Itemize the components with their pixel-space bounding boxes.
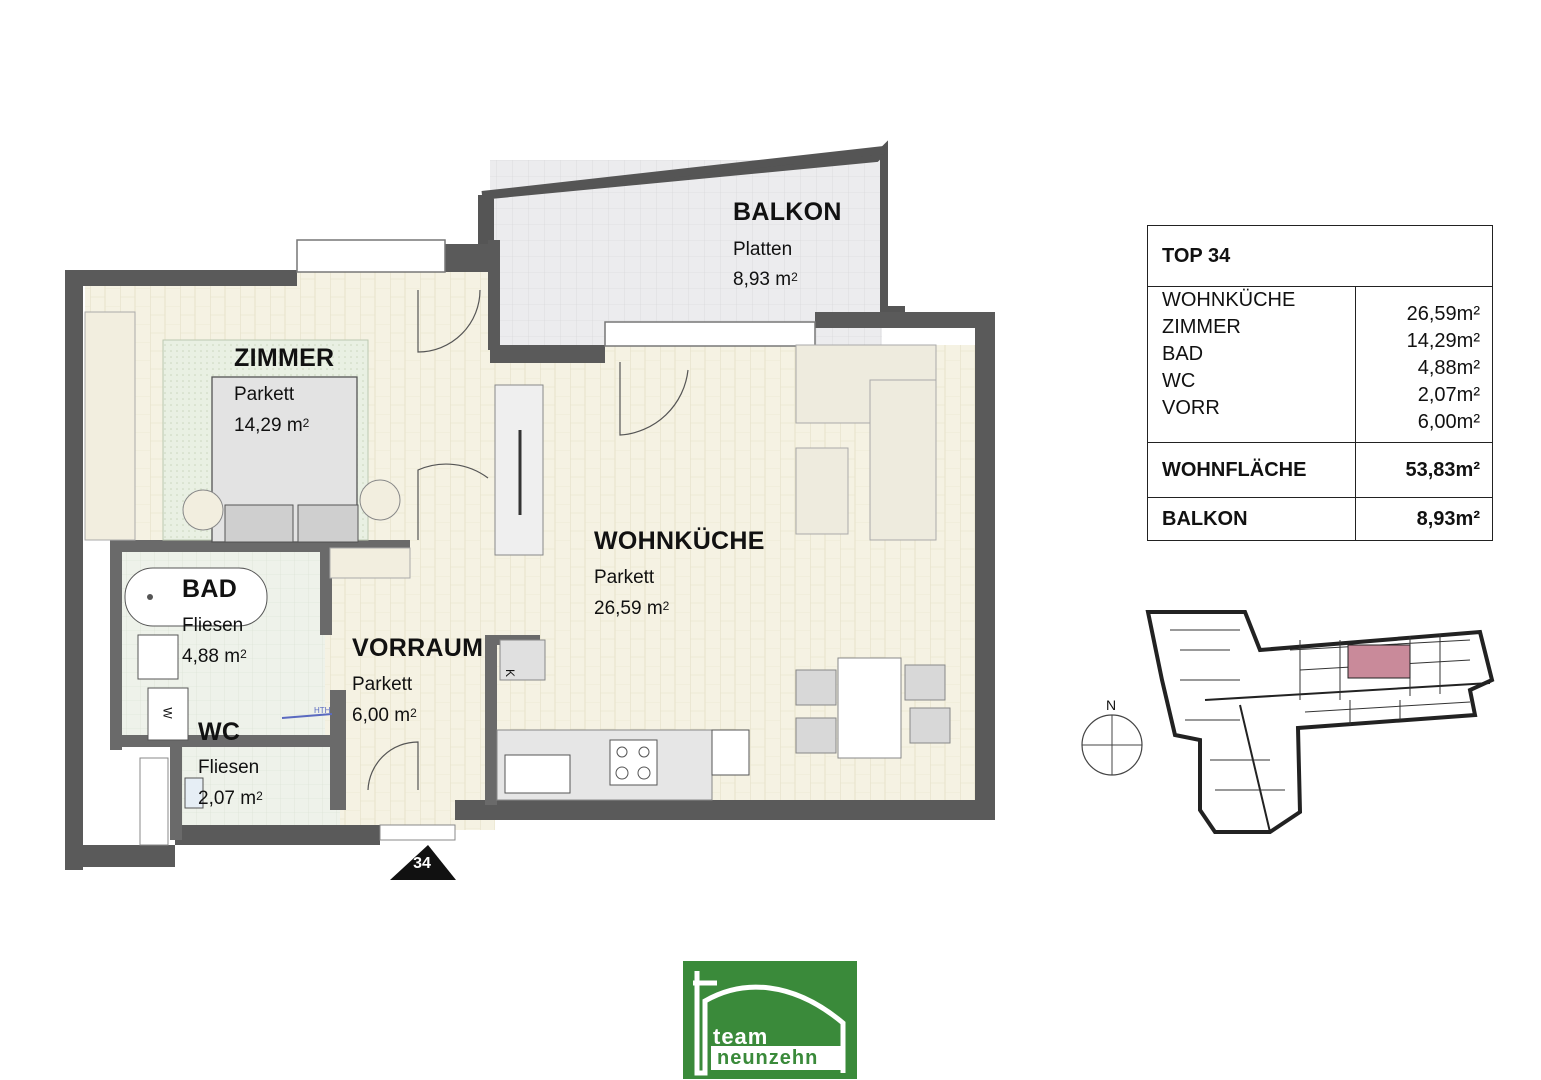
logo-line2: neunzehn	[711, 1046, 845, 1070]
table-values: 26,59m² 14,29m² 4,88m² 2,07m² 6,00m²	[1356, 287, 1492, 442]
table-title: TOP 34	[1162, 244, 1231, 267]
wohnkueche-area: 26,59 m2	[594, 598, 670, 619]
unit-number: 34	[413, 855, 431, 872]
wc-floor	[180, 745, 340, 840]
wc-floor-type: Fliesen	[198, 757, 260, 778]
w-label: W	[160, 707, 175, 719]
table-total-row: WOHNFLÄCHE 53,83m²	[1148, 442, 1492, 497]
wohnkueche-name: WOHNKÜCHE	[594, 527, 765, 555]
bathtub	[124, 567, 268, 627]
keyplan-highlight	[1347, 644, 1411, 679]
outer-walls	[65, 240, 995, 870]
door-swings	[367, 289, 689, 791]
k-label: K	[503, 668, 518, 678]
zimmer-name: ZIMMER	[234, 344, 335, 372]
table-row-value: 2,07m²	[1417, 384, 1480, 406]
vorraum-name: VORRAUM	[352, 634, 484, 662]
table-row-label: WC	[1162, 370, 1196, 392]
table-room-list: WOHNKÜCHE ZIMMER BAD WC VORR 26,59m² 14,…	[1148, 286, 1492, 442]
washing-machine	[147, 687, 189, 741]
table-total-label: WOHNFLÄCHE	[1148, 443, 1356, 497]
coffee-table	[795, 447, 849, 535]
hth-label: HTH	[314, 706, 331, 715]
logo-house-icon	[693, 971, 846, 1076]
table-row-label: VORR	[1162, 397, 1220, 419]
table-row-label: ZIMMER	[1162, 316, 1241, 338]
bad-area: 4,88 m2	[182, 646, 247, 667]
nightstand-right	[359, 479, 401, 521]
table-row-value: 4,88m²	[1417, 357, 1480, 379]
table-labels: WOHNKÜCHE ZIMMER BAD WC VORR	[1148, 287, 1356, 442]
vorraum-floor	[320, 540, 495, 830]
entrance-door	[379, 824, 456, 841]
wc-name: WC	[198, 718, 241, 746]
logo-line1: team	[713, 1024, 769, 1049]
zimmer-floor-type: Parkett	[234, 384, 295, 405]
sink	[504, 754, 571, 794]
table-row-value: 14,29m²	[1406, 330, 1480, 352]
table-row-label: WOHNKÜCHE	[1162, 289, 1296, 311]
table-balcony-value: 8,93m²	[1416, 507, 1480, 530]
area-table: TOP 34 WOHNKÜCHE ZIMMER BAD WC VORR 26,5…	[1147, 225, 1493, 541]
table-total-value: 53,83m²	[1405, 458, 1481, 481]
bad-name: BAD	[182, 575, 238, 603]
bad-washbasin	[137, 634, 179, 680]
balkon-area: 8,93 m2	[733, 269, 798, 290]
balkon-name: BALKON	[733, 198, 842, 226]
team-neunzehn-logo: team neunzehn	[683, 961, 857, 1079]
wc-basin	[184, 777, 204, 809]
wc-area: 2,07 m2	[198, 788, 263, 809]
balkon-floor-type: Platten	[733, 239, 793, 260]
zimmer-area: 14,29 m2	[234, 415, 310, 436]
entry-marker	[390, 845, 456, 880]
nightstand-left	[182, 489, 224, 531]
compass-north-label: N	[1106, 697, 1117, 713]
wardrobe	[84, 311, 136, 541]
windows	[296, 239, 816, 347]
table-row-value: 6,00m²	[1417, 411, 1480, 433]
cooktop	[609, 739, 658, 786]
dining-table	[837, 657, 902, 759]
table-row-label: BAD	[1162, 343, 1204, 365]
wohnkueche-floor-type: Parkett	[594, 567, 655, 588]
table-row-value: 26,59m²	[1406, 303, 1480, 325]
shaft	[139, 757, 169, 846]
table-balcony-row: BALKON 8,93m²	[1148, 497, 1492, 540]
table-balcony-label: BALKON	[1148, 498, 1356, 540]
bad-floor-type: Fliesen	[182, 615, 244, 636]
compass-icon	[1081, 714, 1143, 776]
vorraum-area: 6,00 m2	[352, 705, 417, 726]
vorraum-floor-type: Parkett	[352, 674, 413, 695]
